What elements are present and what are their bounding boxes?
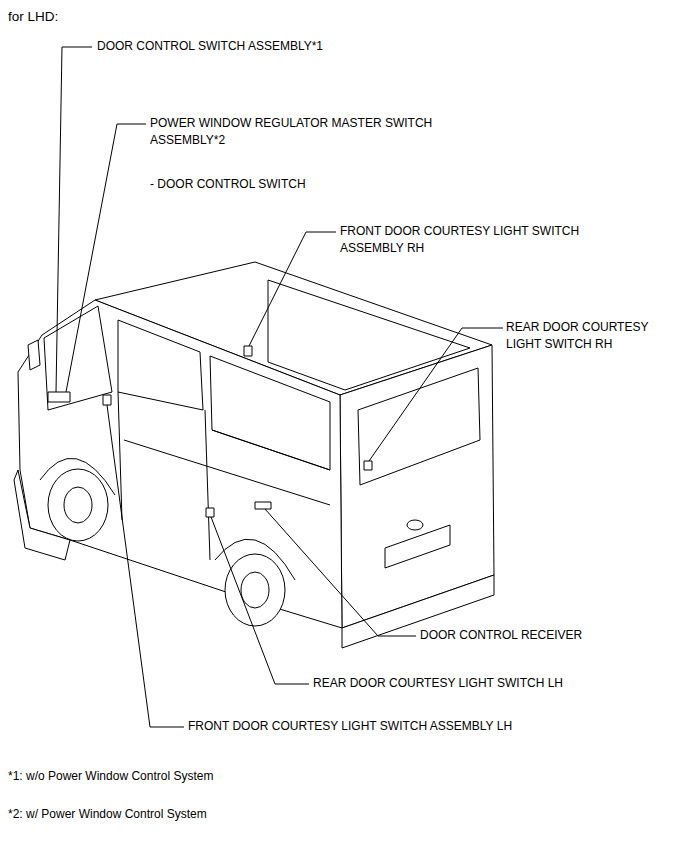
part-label: - DOOR CONTROL SWITCH [150,176,306,193]
part-label: REAR DOOR COURTESY LIGHT SWITCH RH [506,319,684,353]
diagram-title: for LHD: [8,8,58,25]
part-label: FRONT DOOR COURTESY LIGHT SWITCH ASSEMBL… [188,718,512,735]
part-label: REAR DOOR COURTESY LIGHT SWITCH LH [313,675,563,692]
footnote: *1: w/o Power Window Control System [8,768,213,785]
part-label: POWER WINDOW REGULATOR MASTER SWITCH ASS… [150,115,480,149]
part-label: DOOR CONTROL RECEIVER [420,627,582,644]
part-label: DOOR CONTROL SWITCH ASSEMBLY*1 [97,38,323,55]
footnote: *2: w/ Power Window Control System [8,806,207,823]
part-label: FRONT DOOR COURTESY LIGHT SWITCH ASSEMBL… [340,223,625,257]
